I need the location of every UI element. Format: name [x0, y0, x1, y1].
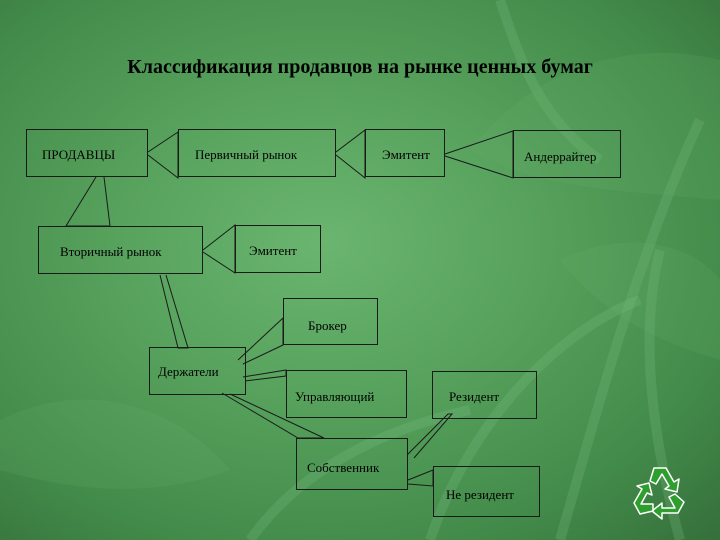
- node-broker-label: Брокер: [308, 318, 347, 333]
- recycle-icon: [633, 467, 685, 520]
- node-holders-label: Держатели: [158, 364, 219, 379]
- node-resident: Резидент: [432, 371, 537, 419]
- connector-holders-manager: [242, 369, 287, 382]
- node-issuer-secondary-label: Эмитент: [249, 243, 297, 258]
- node-secondary-market-label: Вторичный рынок: [60, 244, 162, 259]
- node-primary-market-label: Первичный рынок: [195, 147, 298, 162]
- node-non-resident: Не резидент: [433, 466, 540, 517]
- connector-secondary-issuer: [202, 223, 236, 274]
- node-owner: Собственник: [296, 438, 408, 490]
- node-non-resident-label: Не резидент: [446, 487, 514, 502]
- node-manager-label: Управляющий: [295, 389, 375, 404]
- node-underwriter-label: Андеррайтер: [524, 149, 597, 164]
- node-sellers: ПРОДАВЦЫ: [26, 129, 148, 177]
- connector-owner-nonresident: [407, 469, 434, 487]
- node-secondary-market: Вторичный рынок: [38, 226, 203, 274]
- node-issuer-primary: Эмитент: [365, 129, 445, 177]
- node-holders: Держатели: [149, 347, 246, 395]
- page-title: Классификация продавцов на рынке ценных …: [127, 56, 593, 78]
- connector-issuer-underwriter: [444, 130, 514, 179]
- node-broker: Брокер: [283, 298, 378, 345]
- connector-owner-resident: [406, 413, 454, 459]
- node-issuer-primary-label: Эмитент: [382, 147, 430, 162]
- node-manager: Управляющий: [286, 370, 407, 418]
- node-owner-label: Собственник: [307, 460, 380, 475]
- node-primary-market: Первичный рынок: [178, 129, 336, 177]
- node-issuer-secondary: Эмитент: [235, 225, 321, 273]
- connector-sellers-secondary: [65, 176, 111, 227]
- connector-primary-issuer: [335, 128, 366, 180]
- connector-secondary-holders: [159, 274, 189, 349]
- node-sellers-label: ПРОДАВЦЫ: [42, 147, 116, 162]
- node-underwriter: Андеррайтер: [513, 130, 621, 178]
- node-resident-label: Резидент: [449, 389, 500, 404]
- connector-sellers-primary: [147, 131, 179, 180]
